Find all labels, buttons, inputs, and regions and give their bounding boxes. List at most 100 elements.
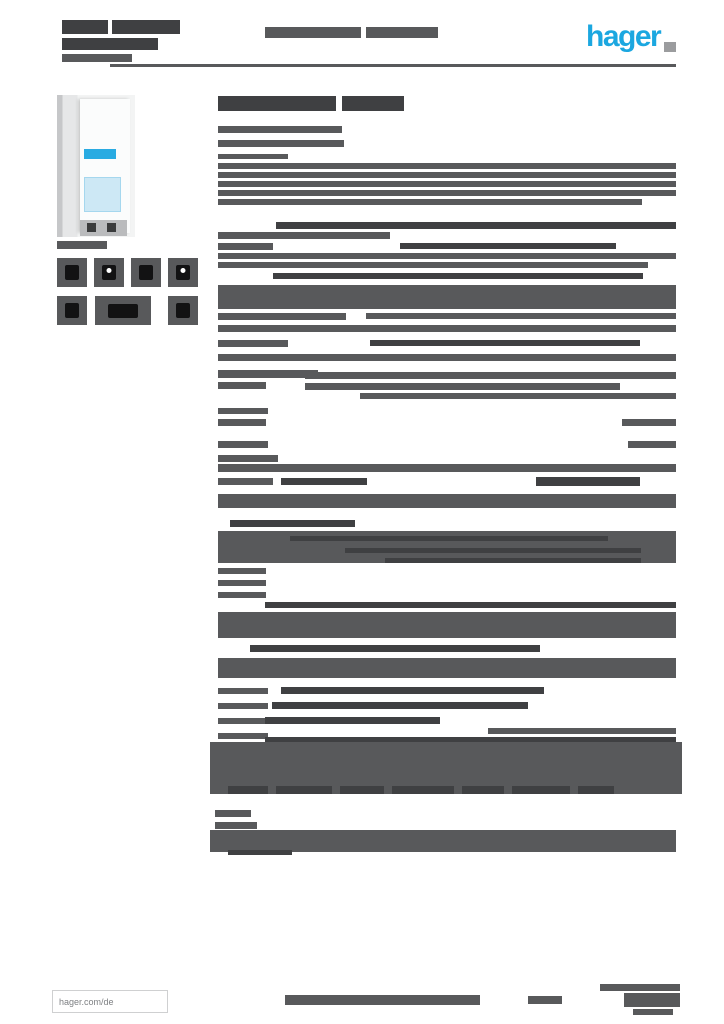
redacted-text-bar	[250, 645, 540, 652]
redacted-text-bar	[218, 718, 268, 724]
redacted-text-bar	[218, 140, 344, 147]
feature-icon-glyph	[65, 265, 79, 280]
redacted-text-bar	[218, 568, 266, 574]
redacted-text-bar	[218, 580, 266, 586]
redacted-text-bar	[276, 222, 676, 229]
feature-icon-glyph	[176, 265, 190, 280]
feature-icon-glyph	[102, 265, 116, 280]
redacted-text-bar	[218, 181, 676, 187]
redacted-text-bar	[215, 822, 257, 829]
redacted-text-bar	[340, 786, 384, 794]
redacted-text-bar	[218, 340, 288, 347]
divider-rule	[110, 64, 676, 67]
redacted-text-bar	[281, 478, 367, 485]
footer-website-link[interactable]: hager.com/de	[59, 996, 114, 1007]
redacted-text-bar	[62, 38, 158, 50]
redacted-text-bar	[633, 1009, 673, 1015]
feature-icon-glyph	[139, 265, 153, 280]
redacted-text-bar	[370, 340, 640, 346]
redacted-text-bar	[218, 285, 676, 309]
redacted-text-bar	[342, 96, 404, 111]
redacted-text-bar	[622, 419, 676, 426]
redacted-text-bar	[272, 702, 528, 709]
redacted-text-bar	[265, 27, 361, 38]
redacted-text-bar	[230, 520, 355, 527]
redacted-text-bar	[215, 810, 251, 817]
product-photo-brand-band	[83, 148, 117, 159]
redacted-text-bar	[218, 172, 676, 178]
redacted-text-bar	[218, 232, 390, 239]
redacted-text-bar	[624, 993, 680, 1007]
redacted-text-bar	[600, 984, 680, 991]
redacted-text-bar	[281, 687, 544, 694]
feature-icon	[131, 258, 161, 287]
redacted-text-bar	[462, 786, 504, 794]
redacted-text-bar	[218, 455, 278, 462]
redacted-text-bar	[218, 325, 676, 332]
feature-icon	[57, 258, 87, 287]
redacted-text-bar	[512, 786, 570, 794]
redacted-text-bar	[218, 313, 346, 320]
redacted-text-bar	[285, 995, 480, 1005]
redacted-text-bar	[400, 243, 616, 249]
redacted-text-bar	[273, 273, 643, 279]
product-photo	[57, 95, 135, 237]
redacted-text-bar	[218, 703, 268, 709]
redacted-text-bar	[218, 419, 266, 426]
redacted-text-bar	[218, 464, 676, 472]
redacted-text-bar	[218, 612, 676, 638]
redacted-text-bar	[218, 441, 268, 448]
redacted-text-bar	[62, 20, 108, 34]
redacted-text-bar	[366, 27, 438, 38]
redacted-text-bar	[366, 313, 676, 319]
redacted-text-bar	[218, 163, 676, 169]
redacted-text-bar	[218, 408, 268, 414]
redacted-text-bar	[218, 126, 342, 133]
feature-icon-glyph	[65, 303, 79, 318]
redacted-text-bar	[218, 494, 676, 508]
footer-website-box: hager.com/de	[52, 990, 168, 1013]
redacted-text-bar	[265, 737, 676, 743]
redacted-text-bar	[218, 478, 273, 485]
redacted-text-bar	[305, 383, 620, 390]
feature-icon	[94, 258, 124, 287]
feature-icon	[57, 296, 87, 325]
redacted-text-bar	[528, 996, 562, 1004]
redacted-text-bar	[578, 786, 614, 794]
feature-icon-glyph	[176, 303, 190, 318]
redacted-text-bar	[536, 477, 640, 486]
feature-icon	[168, 296, 198, 325]
redacted-text-bar	[218, 253, 676, 259]
redacted-text-bar	[218, 658, 676, 678]
redacted-text-bar	[112, 20, 180, 34]
hager-logo: hager	[586, 20, 662, 53]
redacted-text-bar	[385, 558, 641, 563]
redacted-text-bar	[488, 728, 676, 734]
redacted-text-bar	[218, 190, 676, 196]
redacted-text-bar	[218, 354, 676, 361]
redacted-text-bar	[57, 241, 107, 249]
redacted-text-bar	[218, 154, 288, 159]
redacted-text-bar	[62, 54, 132, 62]
redacted-text-bar	[210, 830, 676, 852]
redacted-text-bar	[210, 742, 682, 794]
feature-icon-glyph	[108, 303, 138, 318]
redacted-text-bar	[218, 733, 268, 739]
redacted-text-bar	[265, 602, 676, 608]
redacted-text-bar	[218, 370, 318, 378]
product-photo-glass-cover	[83, 177, 122, 213]
redacted-text-bar	[228, 850, 292, 855]
redacted-text-bar	[218, 96, 336, 111]
feature-icon	[95, 296, 151, 325]
redacted-text-bar	[392, 786, 454, 794]
redacted-text-bar	[305, 372, 676, 379]
redacted-text-bar	[360, 393, 676, 399]
redacted-text-bar	[628, 441, 676, 448]
redacted-text-bar	[218, 262, 648, 268]
redacted-text-bar	[218, 243, 273, 250]
redacted-text-bar	[228, 786, 268, 794]
redacted-text-bar	[276, 786, 332, 794]
redacted-text-bar	[218, 199, 642, 205]
redacted-text-bar	[290, 536, 608, 541]
